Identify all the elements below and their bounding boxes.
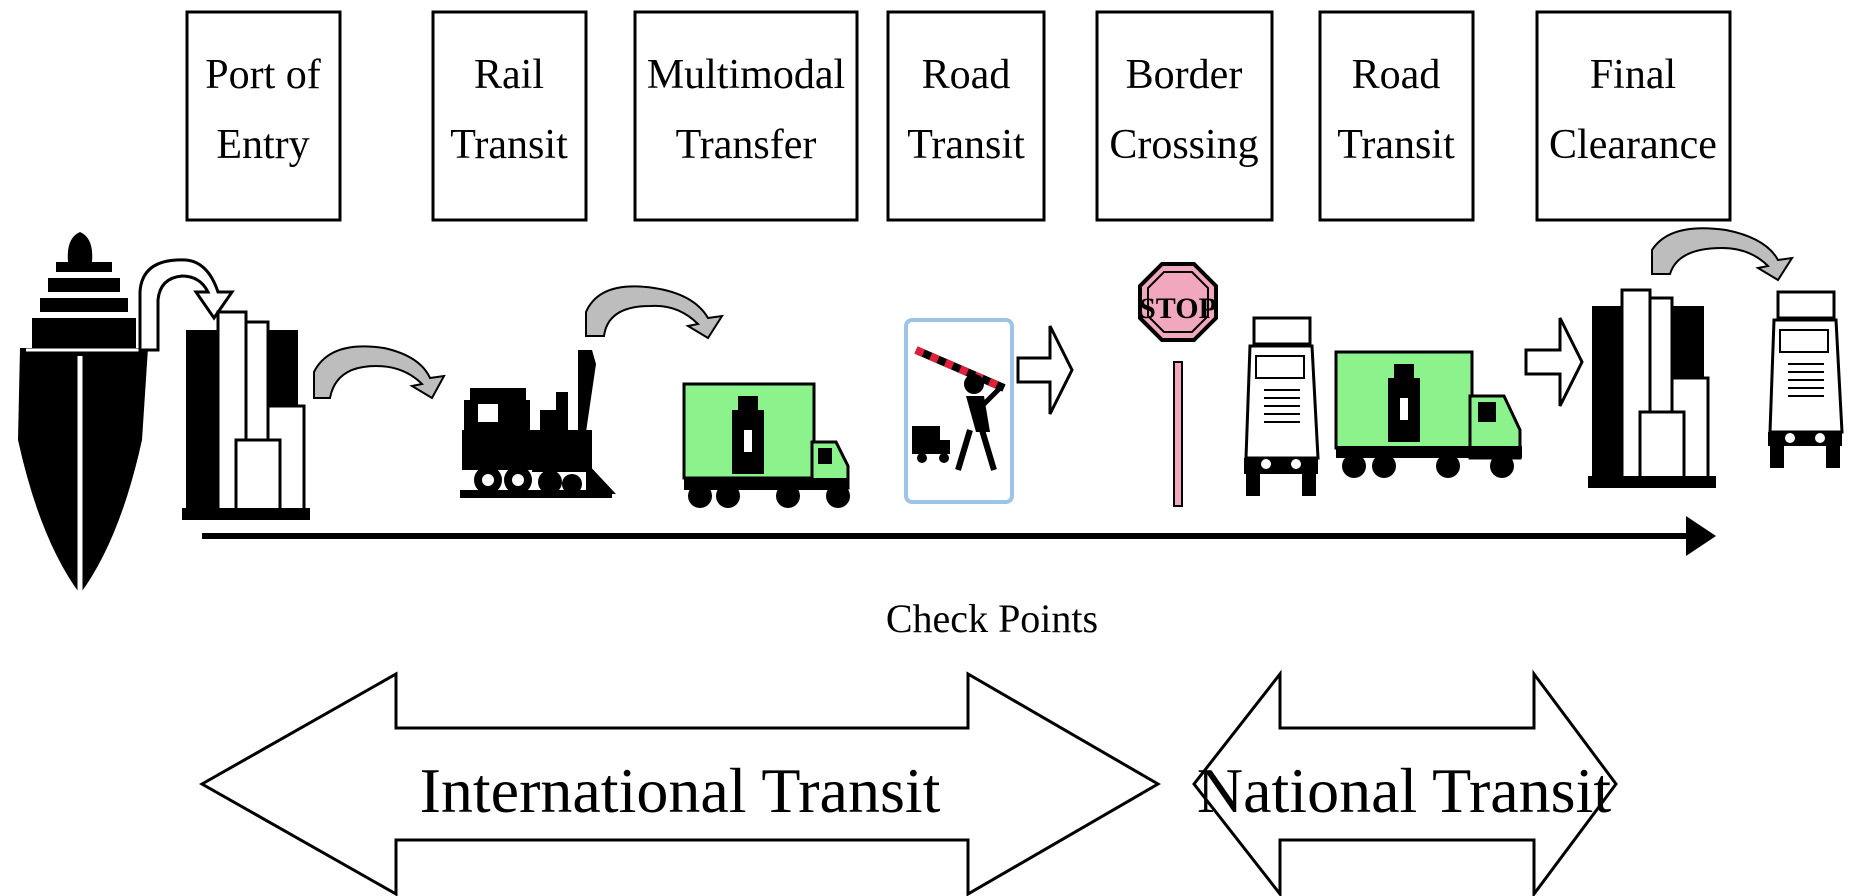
stage-box-road-transit-2: Road Transit	[1318, 10, 1475, 222]
stage-label-line1: Port of	[205, 52, 321, 98]
international-transit-range-arrow: International Transit	[198, 671, 1161, 896]
warehouse-icon	[182, 310, 310, 520]
stage-label-line2: Transit	[450, 122, 568, 168]
stage-label-line2: Transfer	[676, 122, 817, 168]
truck-icon	[1334, 350, 1522, 478]
stage-box-port-of-entry: Port of Entry	[185, 10, 342, 222]
stage-box-rail-transit: Rail Transit	[431, 10, 588, 222]
ship-icon	[18, 232, 148, 594]
curved-arrow-icon	[138, 258, 235, 352]
stage-label-line1: Multimodal	[647, 52, 845, 98]
curved-arrow-icon	[1651, 227, 1795, 282]
stop-sign-text: STOP	[1139, 292, 1217, 325]
stage-box-final-clearance: Final Clearance	[1535, 10, 1732, 222]
locomotive-icon	[460, 350, 616, 498]
stage-label-line1: Road	[922, 52, 1011, 98]
stage-box-multimodal-transfer: Multimodal Transfer	[633, 10, 859, 222]
national-transit-range-arrow: National Transit	[1192, 669, 1618, 896]
stage-box-road-transit-1: Road Transit	[886, 10, 1046, 222]
truck-front-icon	[1244, 316, 1320, 496]
stage-box-border-crossing: Border Crossing	[1095, 10, 1274, 222]
check-points-label: Check Points	[886, 596, 1098, 641]
stage-label-line1: Border	[1126, 52, 1243, 98]
stop-sign-icon: STOP	[1138, 262, 1218, 507]
checkpoint-axis-arrow	[202, 516, 1716, 556]
stage-label-line2: Transit	[1337, 122, 1455, 168]
stage-label-line1: Road	[1352, 52, 1441, 98]
right-arrow-icon	[1524, 317, 1584, 407]
right-arrow-icon	[1016, 325, 1074, 415]
stage-label-line2: Clearance	[1549, 122, 1717, 168]
stage-label-line2: Entry	[216, 122, 309, 168]
stage-label-line1: Rail	[474, 52, 544, 98]
warehouse-icon	[1588, 288, 1716, 488]
national-transit-label: National Transit	[1197, 755, 1611, 826]
stage-label-line2: Crossing	[1109, 122, 1258, 168]
stage-label-line2: Transit	[907, 122, 1025, 168]
stage-label-line1: Final	[1590, 52, 1676, 98]
truck-icon	[682, 382, 850, 508]
curved-arrow-icon	[585, 285, 725, 340]
curved-arrow-icon	[313, 345, 446, 400]
international-transit-label: International Transit	[420, 755, 941, 826]
customs-barrier-icon	[904, 318, 1014, 504]
truck-front-icon	[1768, 290, 1844, 468]
